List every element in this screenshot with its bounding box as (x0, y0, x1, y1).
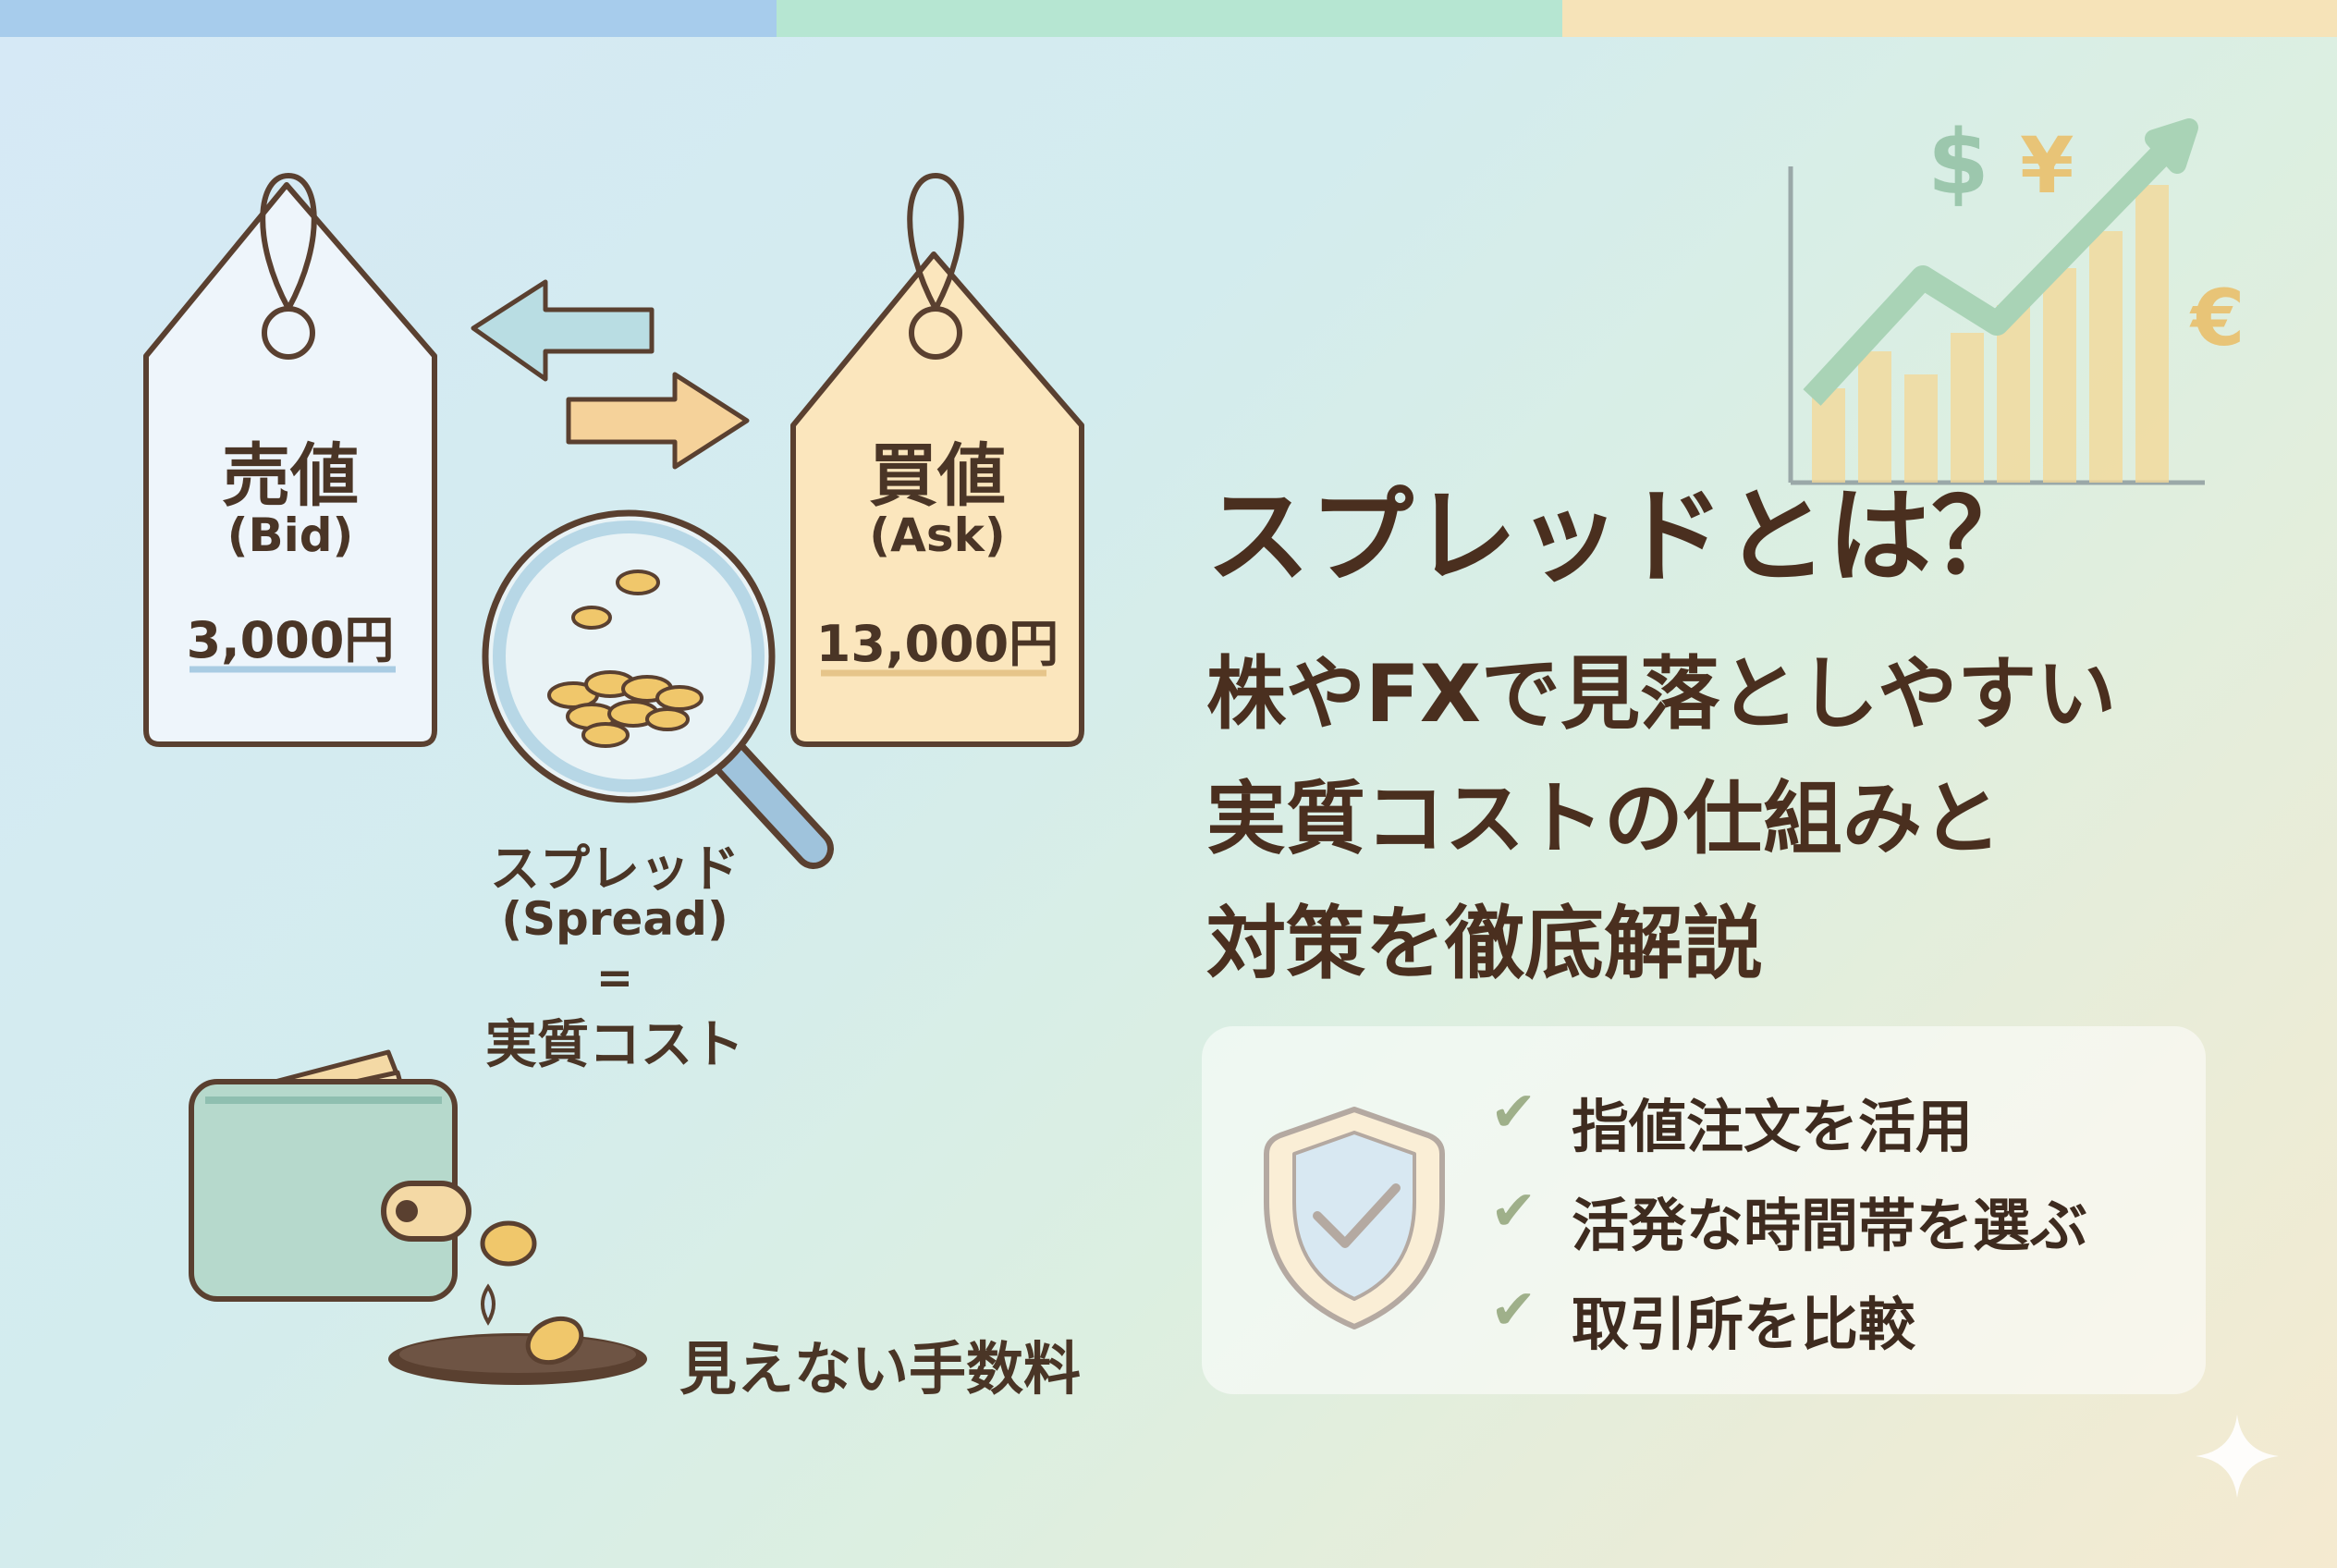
sparkle-icon (2196, 1415, 2279, 1498)
tip-item-compare-exchanges: 取引所を比較 (1572, 1291, 1916, 1358)
check-icon: ✔ (1490, 1179, 1537, 1243)
bid-subtitle: (Bid) (226, 508, 354, 562)
page-title-line2: 株やFXで見落としやすい (1206, 648, 2117, 741)
arrow-left-icon (471, 279, 655, 382)
spread-label-line1: スプレッド (490, 839, 740, 898)
euro-icon: € (2191, 273, 2245, 363)
dollar-icon: $ (1927, 111, 1989, 214)
bid-price-tag (143, 172, 437, 747)
spread-label-line2: (Spread) (501, 892, 728, 946)
tip-item-limit-order: 指値注文を活用 (1572, 1093, 1974, 1160)
bid-title: 売値 (222, 436, 359, 516)
arrow-right-icon (566, 372, 750, 470)
hidden-fee-label: 見えない手数料 (679, 1335, 1082, 1403)
page-title-line4: 対策を徹底解説 (1206, 898, 1763, 990)
bid-price: 3,000円 (186, 611, 395, 669)
ask-price-tag (790, 172, 1084, 747)
page-title-line3: 実質コストの仕組みと (1206, 773, 2001, 865)
wallet-icon (189, 1049, 471, 1302)
falling-coins-icon (388, 1220, 647, 1385)
growth-chart-icon (1788, 118, 2205, 485)
ask-subtitle: (Ask) (869, 508, 1006, 562)
check-icon: ✔ (1490, 1278, 1537, 1342)
yen-icon: ¥ (2020, 120, 2074, 211)
tip-item-active-hours: 活発な時間帯を選ぶ (1572, 1192, 2088, 1259)
tips-panel (1202, 1026, 2206, 1394)
top-accent-blue (0, 0, 777, 37)
top-accent-yellow (1562, 0, 2337, 37)
ask-price: 13,000円 (815, 615, 1059, 673)
check-icon: ✔ (1490, 1080, 1537, 1145)
ask-title: 買値 (869, 436, 1006, 516)
page-title-line1: スプレッドとは？ (1206, 477, 2035, 597)
spread-label-line4: 実質コスト (485, 1015, 744, 1075)
spread-label-line3: = (595, 952, 634, 1004)
top-accent-green (777, 0, 1562, 37)
magnifier-icon (482, 509, 834, 869)
